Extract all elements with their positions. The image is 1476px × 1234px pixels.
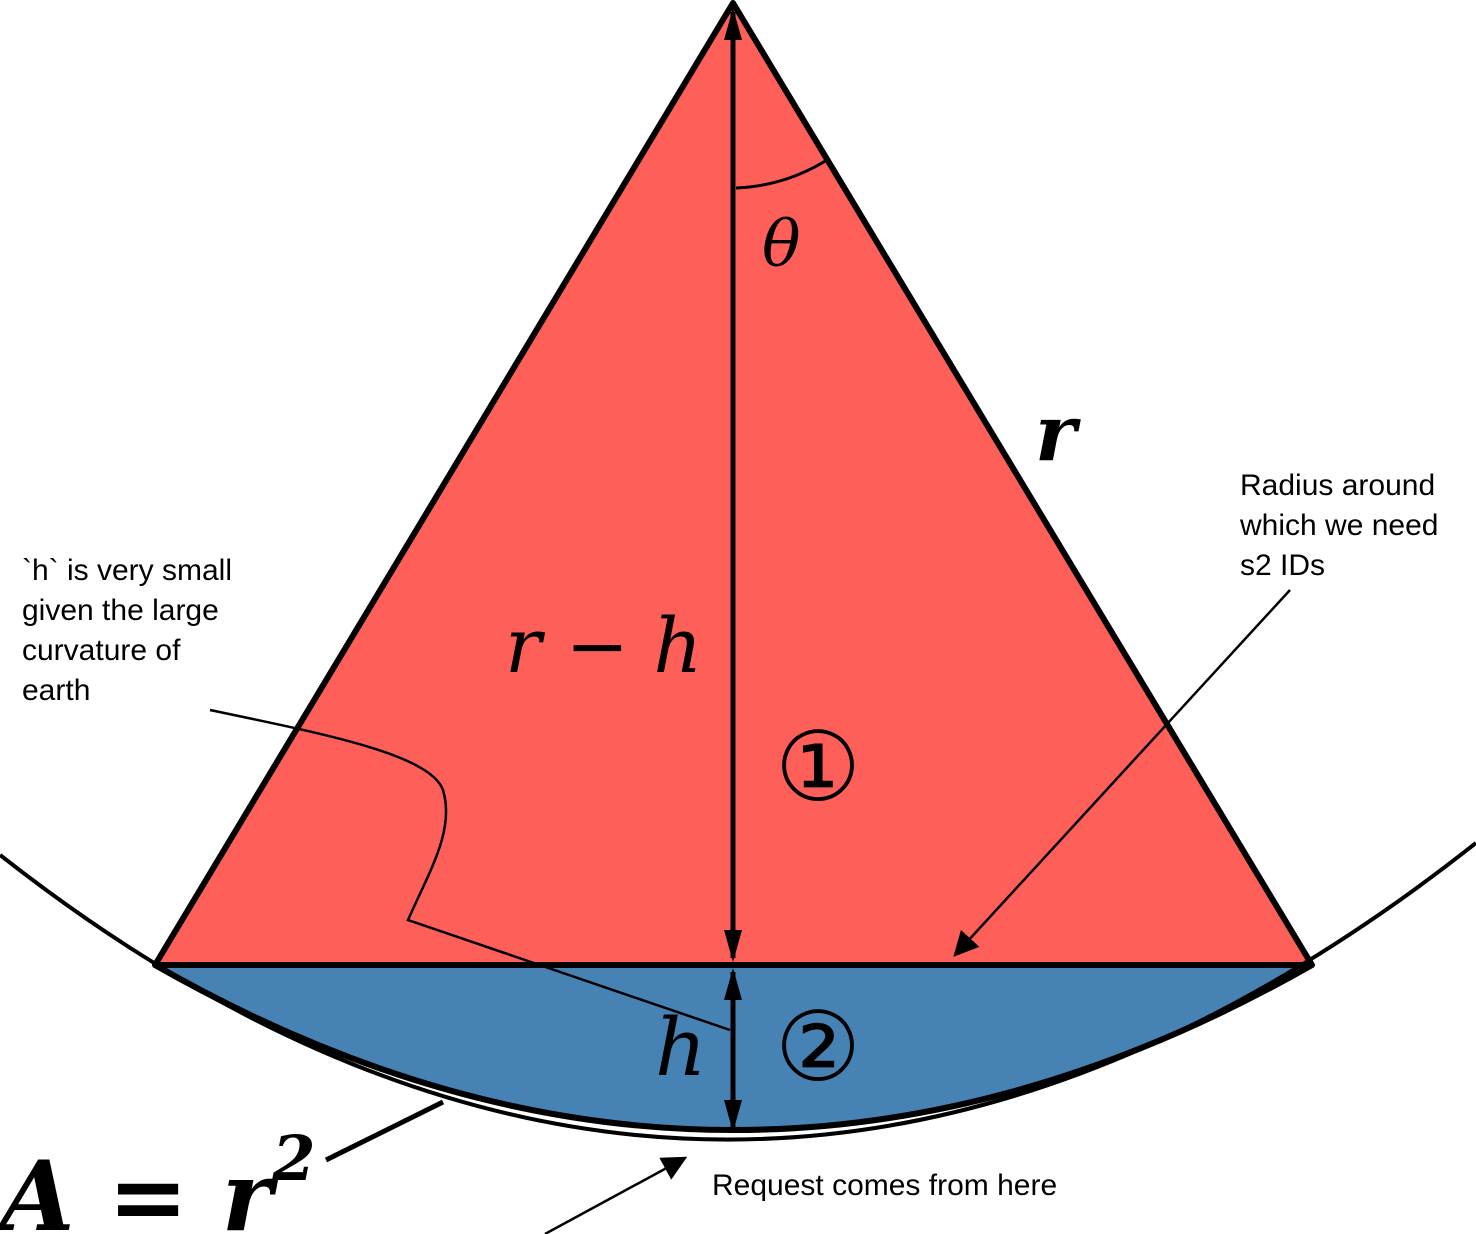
h-arrowhead-bottom [724,1100,742,1132]
r-label: r [1035,388,1081,479]
area-formula-exponent: 2 [271,1122,315,1195]
h-label: h [655,1001,707,1094]
request-note: Request comes from here [712,1169,1058,1202]
theta-label: θ [762,208,801,282]
area-formula-lhs: A = r [0,1140,279,1234]
radius-note-arrow [953,589,1291,957]
request-note-arrow [544,1156,688,1234]
area-formula: A = r2 [0,1122,315,1234]
r-minus-h-arrowhead-top [724,8,742,40]
region-1-label: ① [775,711,861,823]
h-note: `h` is very small given the large curvat… [22,554,233,707]
r-minus-h-arrowhead-bottom [724,930,742,962]
h-note-connector [209,708,731,1032]
radius-note: Radius around which we need s2 IDs [1240,469,1439,582]
h-arrowhead-top [724,968,742,1000]
area-formula-pointer [324,1099,445,1163]
region-2-label: ② [775,991,861,1103]
r-minus-h-label: r − h [505,601,702,690]
theta-angle-arc [735,158,828,190]
